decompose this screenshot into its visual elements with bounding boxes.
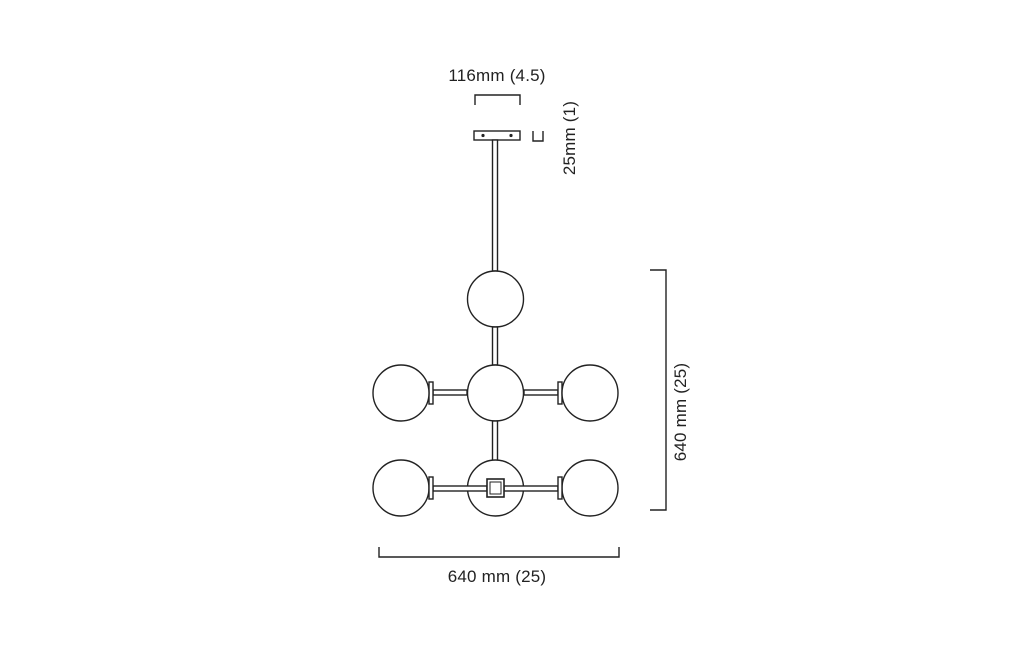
central-hub [486, 478, 505, 498]
socket-bottom-right [557, 476, 563, 500]
globe-bottom-right [561, 459, 619, 517]
down-rod [491, 139, 499, 272]
canopy-width-label: 116mm (4.5) [448, 66, 545, 85]
canopy-height-label: 25mm (1) [560, 101, 579, 175]
canopy-screw-right [509, 133, 513, 138]
globe-middle-right [561, 364, 619, 422]
canopy-width-bracket [474, 94, 521, 105]
canopy-screw-left [481, 133, 485, 138]
fixture-height-label: 640 mm (25) [671, 363, 690, 462]
canopy-height-bracket [532, 131, 544, 142]
globe-bottom-left [372, 459, 430, 517]
arm-middle-right [523, 389, 559, 396]
globe-top [466, 270, 525, 328]
arm-middle-left [432, 389, 468, 396]
socket-bottom-left [428, 476, 434, 500]
fixture-width-bracket [378, 547, 620, 558]
rod-upper-center [491, 326, 499, 366]
central-hub-inner [489, 481, 502, 495]
fixture-height-bracket [650, 269, 667, 511]
canopy-plate [473, 130, 521, 141]
globe-middle-center [466, 364, 525, 422]
arm-bottom-right [503, 485, 559, 492]
globe-middle-left [372, 364, 430, 422]
fixture-width-label: 640 mm (25) [448, 567, 547, 586]
arm-bottom-left [432, 485, 488, 492]
